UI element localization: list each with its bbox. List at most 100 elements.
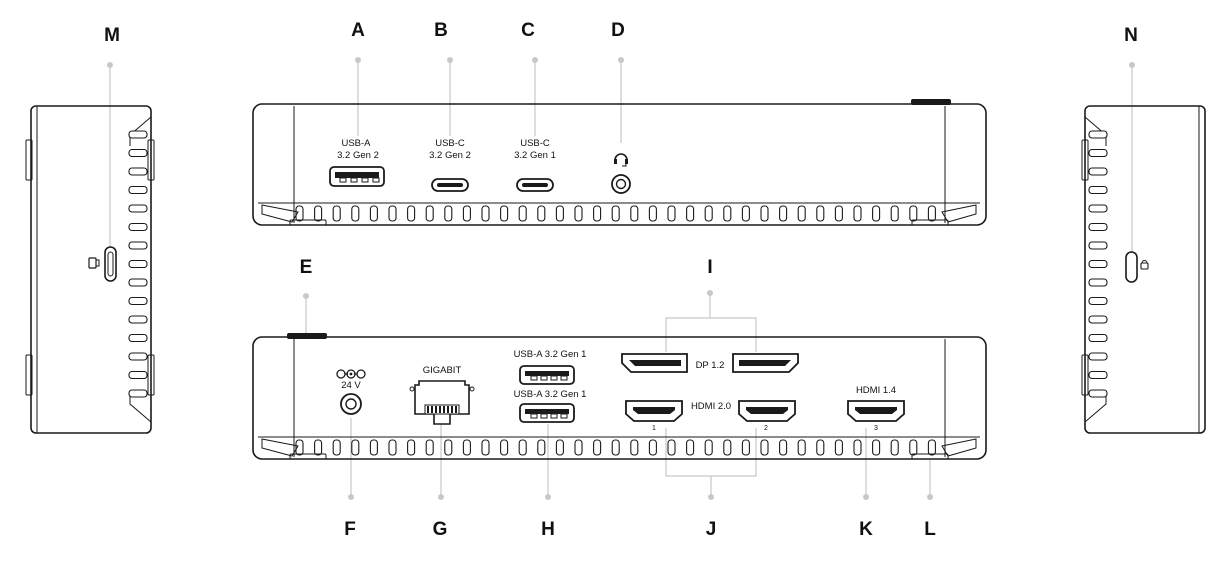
front-body xyxy=(252,103,987,226)
callout-b: B xyxy=(434,20,448,41)
hdmi-num-1: 1 xyxy=(652,425,656,432)
vent-slot xyxy=(686,439,695,456)
vent-slot xyxy=(630,205,639,222)
callout-g: G xyxy=(433,519,448,540)
vent-slot xyxy=(128,278,148,287)
vent-slot xyxy=(834,205,843,222)
vent-slot xyxy=(128,315,148,324)
callout-f: F xyxy=(344,519,356,540)
vent-slot xyxy=(481,205,490,222)
callout-e: E xyxy=(300,257,313,278)
usb-a-port-icon xyxy=(329,166,385,187)
usb-a-front-label-1: USB-A xyxy=(341,138,371,149)
vent-slot xyxy=(1088,296,1108,306)
vent-slot xyxy=(425,205,434,222)
vent-slot xyxy=(667,205,676,222)
vent-slot xyxy=(816,439,825,456)
vent-slot xyxy=(128,389,148,398)
vent-slot xyxy=(128,148,148,158)
vent-slot xyxy=(648,205,657,222)
hdmi-port-2-icon xyxy=(738,400,796,422)
vent-slot xyxy=(314,439,323,456)
hdmi-port-1-icon xyxy=(625,400,683,422)
usb-c-port-icon xyxy=(516,178,554,192)
vent-slot xyxy=(481,439,490,456)
vent-slot xyxy=(760,205,769,222)
vent-slot xyxy=(834,439,843,456)
front-view: USB-A 3.2 Gen 2 USB-C 3.2 Gen 2 USB-C 3.… xyxy=(252,99,987,226)
callout-a: A xyxy=(351,20,365,41)
rear-view: 24 V GIGABIT USB-A 3.2 Gen 1 xyxy=(252,333,987,460)
top-button-rear xyxy=(287,333,327,339)
vent-slot xyxy=(890,439,899,456)
vent-slot xyxy=(1088,222,1108,232)
vent-slot xyxy=(909,205,918,222)
vent-slot xyxy=(128,222,148,232)
vent-slot xyxy=(574,439,583,456)
left-side-view xyxy=(25,105,155,434)
vent-slot xyxy=(388,205,397,222)
vent-slot xyxy=(648,439,657,456)
right-side-view xyxy=(1081,105,1206,434)
callout-i: I xyxy=(707,257,712,278)
audio-jack-port-icon xyxy=(611,174,631,194)
vent-slot xyxy=(1088,389,1108,398)
rear-vent-row xyxy=(295,439,936,456)
usb-c1-label-1: USB-C xyxy=(435,138,465,149)
vent-slot xyxy=(407,205,416,222)
vent-slot xyxy=(909,439,918,456)
vent-slot xyxy=(425,439,434,456)
hdmi-port-3-icon xyxy=(847,400,905,422)
vent-slot xyxy=(779,205,788,222)
hdmi-num-2: 2 xyxy=(764,425,768,432)
vent-slot xyxy=(797,439,806,456)
vent-slot xyxy=(667,439,676,456)
vent-slot xyxy=(369,439,378,456)
vent-slot xyxy=(462,205,471,222)
vent-slot xyxy=(295,205,304,222)
vent-slot xyxy=(462,439,471,456)
vent-slot xyxy=(760,439,769,456)
vent-slot xyxy=(518,205,527,222)
vent-slot xyxy=(407,439,416,456)
lock-slot-icon xyxy=(88,246,117,282)
rear-body xyxy=(252,336,987,460)
vent-slot xyxy=(351,205,360,222)
vent-slot xyxy=(128,241,148,250)
vent-slot xyxy=(1088,185,1108,195)
power-label: 24 V xyxy=(341,380,361,391)
usb-a-rear-bottom-label: USB-A 3.2 Gen 1 xyxy=(514,389,587,400)
lock-slot-icon xyxy=(1125,251,1149,283)
vent-slot xyxy=(1088,278,1108,287)
usb-c-port-icon xyxy=(431,178,469,192)
vent-slot xyxy=(295,439,304,456)
vent-slot xyxy=(518,439,527,456)
vent-slot xyxy=(853,205,862,222)
vent-slot xyxy=(723,205,732,222)
usb-a-port-icon xyxy=(519,403,575,423)
vent-slot xyxy=(741,439,750,456)
usb-a-front-label-2: 3.2 Gen 2 xyxy=(337,150,379,161)
vent-slot xyxy=(723,439,732,456)
leader-lines xyxy=(107,57,1135,500)
vent-slot xyxy=(797,205,806,222)
vent-slot xyxy=(927,439,936,456)
vent-slot xyxy=(555,439,564,456)
vent-slot xyxy=(369,205,378,222)
vent-slot xyxy=(1088,241,1108,250)
usb-a-rear-top-label: USB-A 3.2 Gen 1 xyxy=(514,349,587,360)
vent-slot xyxy=(128,352,148,361)
callout-m: M xyxy=(104,25,120,46)
vent-slot xyxy=(128,130,148,139)
hdmi14-label: HDMI 1.4 xyxy=(856,385,896,396)
vent-slot xyxy=(537,439,546,456)
vent-slot xyxy=(500,439,509,456)
vent-slot xyxy=(1088,167,1108,176)
vent-slot xyxy=(1088,333,1108,343)
vent-slot xyxy=(1088,204,1108,213)
vent-slot xyxy=(332,205,341,222)
usb-a-port-icon xyxy=(519,365,575,385)
vent-slot xyxy=(611,439,620,456)
hdmi-num-3: 3 xyxy=(874,425,878,432)
